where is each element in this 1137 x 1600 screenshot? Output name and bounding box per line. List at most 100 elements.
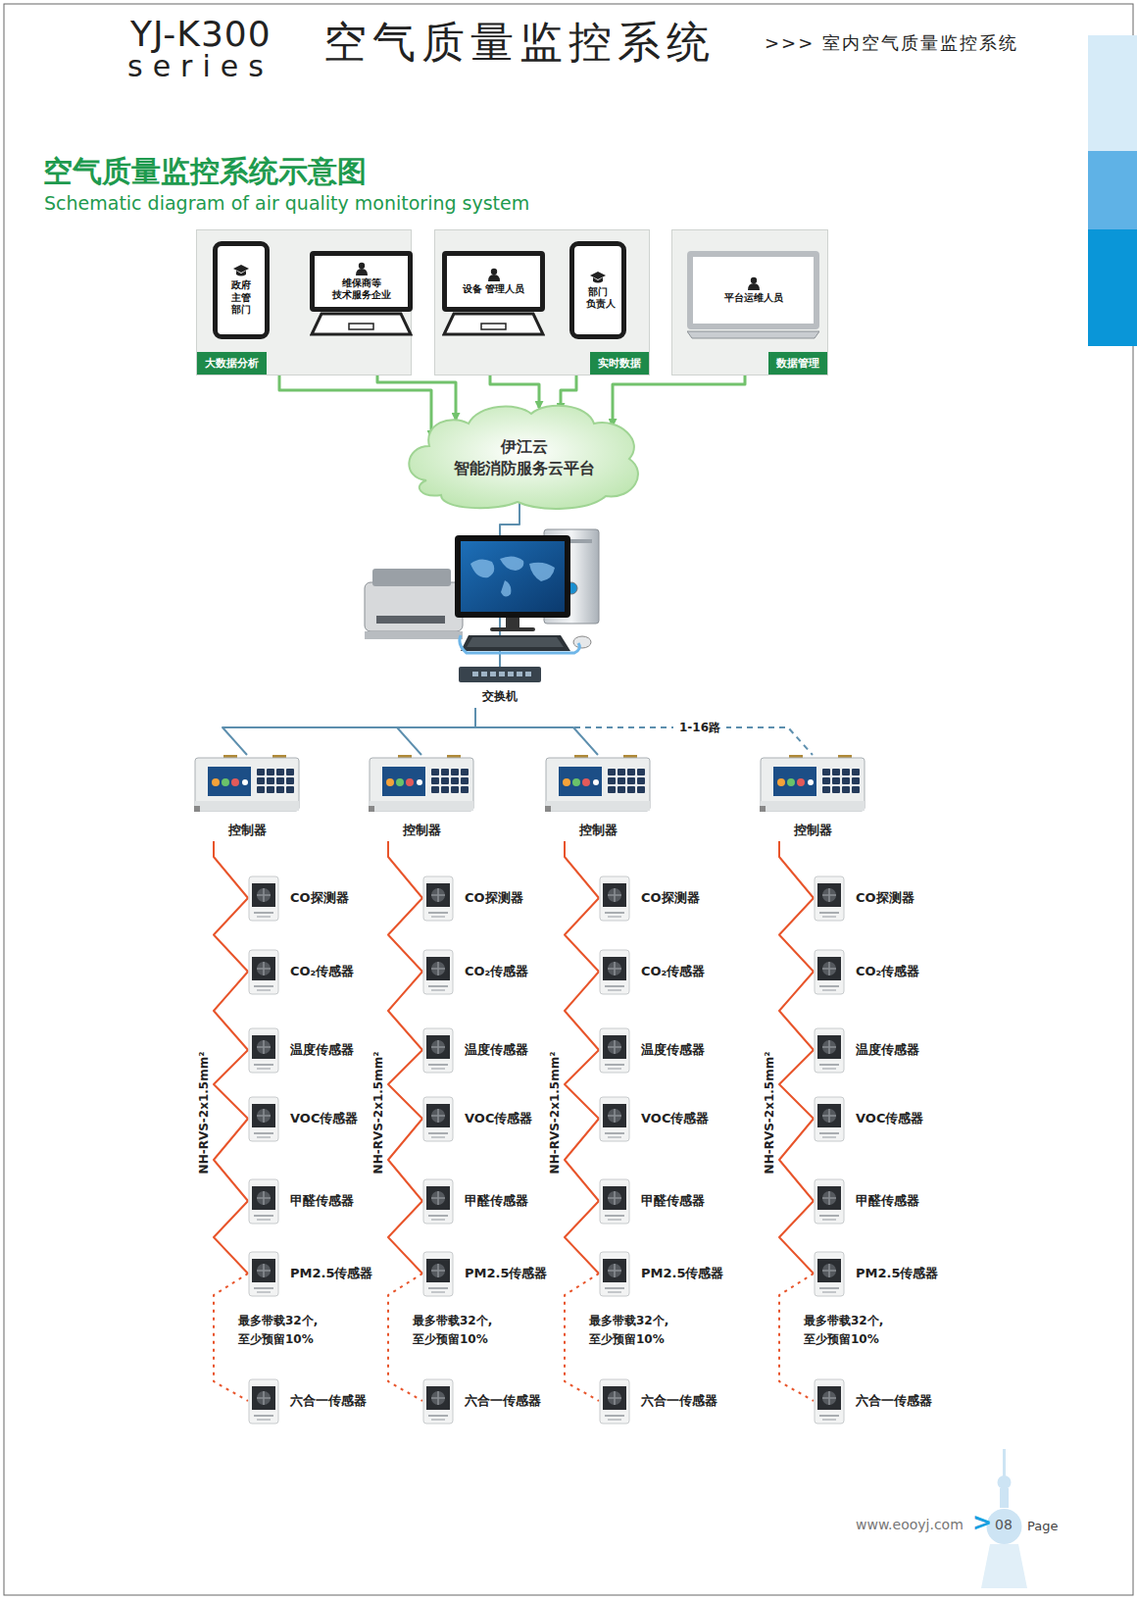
text-label: 08: [994, 1516, 1013, 1533]
cap-icon: [232, 263, 250, 278]
cable-spec: NH-RVS-2x1.5mm²: [197, 1051, 211, 1175]
sensor-node: 温度传感器: [598, 1026, 705, 1074]
laptop-base: [309, 311, 413, 338]
sensor-icon: [813, 1027, 845, 1074]
connector: [779, 971, 814, 1050]
connector: [779, 840, 814, 898]
connector: [213, 1200, 248, 1274]
connector: [213, 840, 248, 898]
panel-tag: 大数据分析: [197, 351, 267, 375]
ctrl-node: 控制器: [759, 754, 866, 841]
side-bar: [1087, 229, 1137, 347]
sensor-label: 六合一传感器: [290, 1391, 367, 1410]
sensor-node: 六合一传感器: [598, 1377, 718, 1425]
sensor-node: CO探测器: [598, 874, 700, 922]
person-icon: [354, 261, 369, 276]
sensor-node: 甲醛传感器: [422, 1177, 529, 1225]
sensor-node: 甲醛传感器: [247, 1177, 354, 1225]
sensor-icon: [422, 1095, 454, 1142]
laptop-node: 维保商等 技术服务企业: [309, 250, 413, 340]
sensor-label: VOC传感器: [855, 1109, 924, 1128]
controller-label: 控制器: [402, 821, 442, 840]
sensor-icon: [813, 1250, 845, 1297]
sensor-icon: [598, 1095, 631, 1142]
ctrl-node: 控制器: [368, 754, 475, 841]
sensor-node: 六合一传感器: [813, 1377, 933, 1425]
sensor-icon: [247, 1027, 280, 1074]
device-label: 维保商等 技术服务企业: [314, 277, 408, 302]
sensor-label: CO探测器: [641, 889, 700, 907]
sensor-label: CO₂传感器: [641, 962, 705, 981]
sensor-node: CO₂传感器: [813, 947, 920, 995]
connector: [388, 1200, 423, 1274]
sensor-node: CO₂传感器: [247, 947, 354, 995]
text-label: >>> 室内空气质量监控系统: [764, 31, 1019, 55]
connector: [564, 1200, 599, 1274]
connector: [213, 897, 248, 972]
sensor-icon: [598, 1027, 631, 1074]
sensor-label: VOC传感器: [290, 1109, 358, 1128]
sensor-label: PM2.5传感器: [641, 1264, 725, 1283]
text-label: Page: [1027, 1518, 1058, 1533]
sensor-icon: [813, 1178, 845, 1225]
sensor-node: 温度传感器: [813, 1026, 920, 1074]
text-label: >: [972, 1508, 992, 1536]
sensor-icon: [247, 1250, 280, 1297]
page-title: 空气质量监控系统: [323, 13, 716, 72]
sensor-label: CO探测器: [464, 889, 524, 907]
cloud-node: 伊江云 智能消防服务云平台: [401, 401, 647, 510]
sensor-label: 甲醛传感器: [855, 1191, 920, 1210]
laptop-base: [687, 329, 820, 340]
sensor-icon: [422, 1178, 454, 1225]
connector: [564, 971, 599, 1050]
controller-label: 控制器: [793, 821, 833, 840]
sensor-icon: [598, 948, 631, 995]
panel-tag: 实时数据: [590, 351, 649, 375]
sensor-label: CO₂传感器: [290, 962, 354, 981]
sensor-icon: [247, 1095, 280, 1142]
sensor-icon: [598, 875, 631, 922]
sensor-label: 温度传感器: [464, 1040, 529, 1059]
sensor-label: 甲醛传感器: [641, 1191, 705, 1210]
sensor-node: 六合一传感器: [422, 1377, 542, 1425]
sensor-icon: [422, 1250, 454, 1297]
sensor-node: 温度传感器: [247, 1026, 354, 1074]
sensor-node: PM2.5传感器: [598, 1249, 725, 1297]
device-label: 部门 负责人: [586, 286, 610, 311]
switch-node: 交换机: [445, 666, 554, 708]
sensor-label: 六合一传感器: [855, 1391, 933, 1410]
connector: [564, 1118, 599, 1201]
cable-spec: NH-RVS-2x1.5mm²: [547, 1051, 562, 1175]
panel-node: 大数据分析 政府 主管 部门 维保商等 技术服务企业: [196, 229, 412, 376]
person-icon: [487, 267, 501, 282]
connector: [388, 1049, 423, 1119]
sensor-node: VOC传感器: [598, 1094, 709, 1142]
connector: [222, 707, 476, 755]
sensor-label: 六合一传感器: [641, 1391, 718, 1410]
sensor-node: CO₂传感器: [598, 947, 705, 995]
connector: [388, 1118, 423, 1201]
computer-illustration: [364, 529, 599, 653]
sensor-node: 甲醛传感器: [813, 1177, 920, 1225]
sensor-label: 温度传感器: [290, 1040, 354, 1059]
sensor-node: CO探测器: [247, 874, 349, 922]
controller-device: [544, 754, 651, 812]
sensor-label: PM2.5传感器: [464, 1264, 548, 1283]
cap-icon: [589, 270, 607, 285]
side-bar: [1087, 35, 1137, 151]
sensor-node: CO₂传感器: [422, 947, 529, 995]
panel-tag: 数据管理: [768, 351, 828, 375]
switch-label: 交换机: [482, 688, 518, 705]
sensor-icon: [422, 1027, 454, 1074]
sensor-icon: [247, 948, 280, 995]
sensor-label: CO探测器: [290, 889, 349, 907]
capacity-note: 最多带载32个, 至少预留10%: [589, 1311, 680, 1349]
laptop-base: [442, 311, 545, 338]
sensor-node: PM2.5传感器: [422, 1249, 548, 1297]
sensor-label: 甲醛传感器: [290, 1191, 354, 1210]
cloud-label: 伊江云 智能消防服务云平台: [431, 436, 618, 479]
device-label: 政府 主管 部门: [229, 279, 253, 317]
connector: [475, 707, 813, 755]
person-icon: [746, 276, 761, 291]
